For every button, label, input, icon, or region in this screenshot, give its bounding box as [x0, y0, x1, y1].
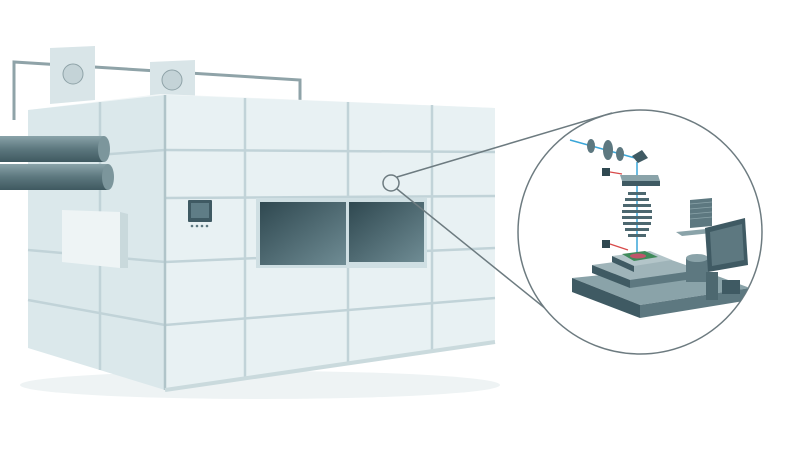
side-cabinet — [62, 210, 128, 268]
viewing-window — [256, 198, 427, 268]
intake-pipes — [0, 136, 114, 190]
lens — [587, 139, 595, 153]
front-base — [164, 340, 496, 392]
lithography-internals — [569, 139, 750, 318]
mirror — [632, 150, 648, 163]
control-panel — [188, 200, 212, 228]
lens — [616, 147, 624, 161]
callout-line-top — [396, 112, 613, 178]
roof-fan-right — [150, 60, 195, 104]
zoom-origin-marker — [382, 174, 400, 192]
panel-seams — [27, 95, 496, 390]
lens — [603, 140, 613, 160]
roof-fan-left — [50, 46, 95, 104]
